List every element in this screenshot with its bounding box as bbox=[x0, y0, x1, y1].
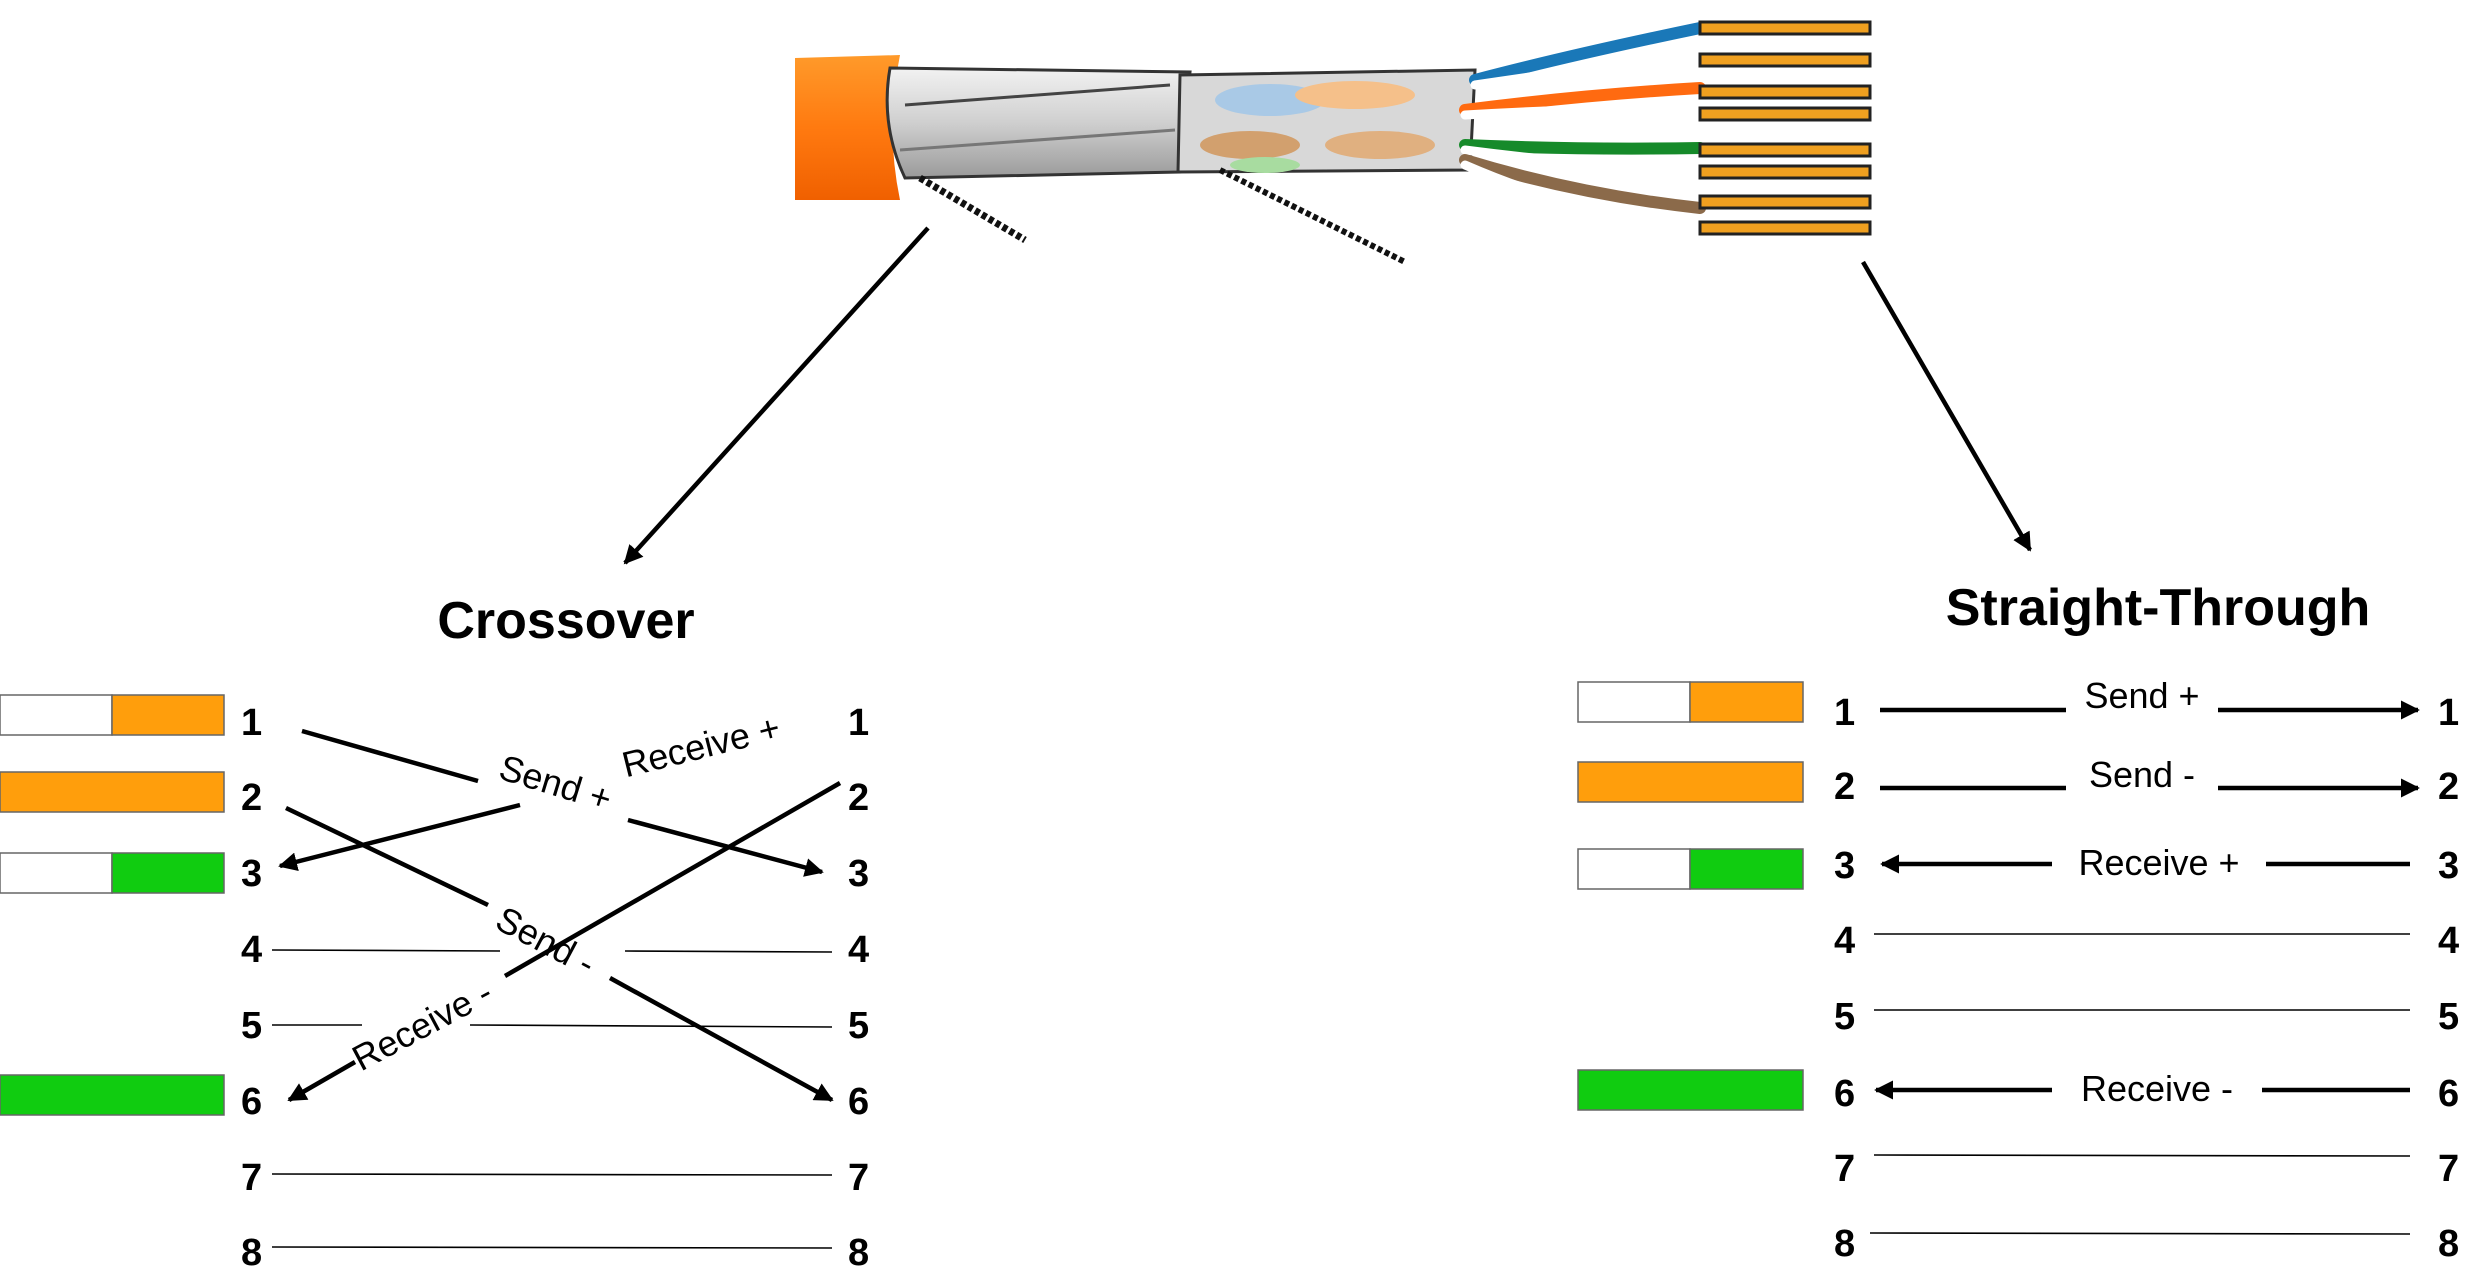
straight-bar-3-white bbox=[1577, 848, 1691, 890]
pair-brown bbox=[1459, 154, 1706, 214]
straight-line-7 bbox=[1873, 1154, 2411, 1157]
crossover-unused-lines bbox=[271, 949, 833, 1249]
crossover-right-pin: 5 bbox=[848, 1005, 869, 1047]
arrow-to-crossover bbox=[623, 226, 930, 565]
connector-gold-pins bbox=[1698, 20, 1872, 236]
crossover-label-receive-plus: Receive + bbox=[618, 706, 784, 785]
straight-left-pin: 7 bbox=[1834, 1148, 1855, 1190]
crossover-send-minus-wire bbox=[608, 976, 834, 1102]
crossover-bar-2-orange bbox=[0, 771, 225, 813]
straight-label-receive-plus: Receive + bbox=[2078, 842, 2239, 883]
crossover-bar-6-green bbox=[0, 1074, 225, 1116]
crossover-send-plus-wire bbox=[627, 817, 824, 877]
straight-right-pin: 6 bbox=[2438, 1073, 2459, 1115]
straight-through-title: Straight-Through bbox=[1946, 579, 2371, 637]
crossover-left-pin: 2 bbox=[241, 777, 262, 819]
straight-through-pins-right: 1 2 3 4 5 6 7 8 bbox=[2438, 692, 2459, 1265]
cable-outer-jacket bbox=[795, 55, 900, 200]
cable-drain-wire bbox=[918, 174, 1027, 244]
pair-orange bbox=[1459, 82, 1706, 116]
straight-bar-1-orange bbox=[1689, 681, 1804, 723]
pair-blue bbox=[1469, 22, 1706, 86]
crossover-line-4 bbox=[624, 950, 833, 953]
straight-left-pin: 5 bbox=[1834, 996, 1855, 1038]
crossover-signal-wires bbox=[278, 728, 842, 1102]
crossover-receive-plus-wire bbox=[278, 802, 521, 871]
crossover-send-plus-wire bbox=[301, 728, 479, 784]
crossover-right-pin: 4 bbox=[848, 929, 869, 971]
straight-left-pin: 6 bbox=[1834, 1073, 1855, 1115]
crossover-right-pin: 8 bbox=[848, 1232, 869, 1274]
crossover-left-pin: 6 bbox=[241, 1081, 262, 1123]
crossover-pins-left: 1 2 3 4 5 6 7 8 bbox=[241, 702, 262, 1274]
crossover-pins-right: 1 2 3 4 5 6 7 8 bbox=[848, 702, 869, 1274]
crossover-line-5 bbox=[469, 1024, 833, 1028]
straight-right-pin: 8 bbox=[2438, 1223, 2459, 1265]
crossover-bar-3-green bbox=[111, 852, 225, 894]
straight-left-pin: 3 bbox=[1834, 845, 1855, 887]
crossover-bar-3-white bbox=[0, 852, 113, 894]
crossover-send-minus-wire bbox=[285, 805, 489, 908]
straight-right-pin: 2 bbox=[2438, 766, 2459, 808]
straight-left-pin: 8 bbox=[1834, 1223, 1855, 1265]
crossover-right-pin: 2 bbox=[848, 777, 869, 819]
cable-foil-shield bbox=[885, 66, 1192, 180]
straight-right-pin: 3 bbox=[2438, 845, 2459, 887]
straight-left-pin: 1 bbox=[1834, 692, 1855, 734]
straight-through-color-bars bbox=[1577, 681, 1804, 1111]
crossover-right-pin: 6 bbox=[848, 1081, 869, 1123]
straight-line-8 bbox=[1869, 1232, 2411, 1235]
straight-through-unused-lines bbox=[1869, 933, 2411, 1235]
crossover-left-pin: 8 bbox=[241, 1232, 262, 1274]
crossover-label-send-minus: Send - bbox=[489, 898, 602, 984]
crossover-receive-minus-wire bbox=[287, 1060, 357, 1102]
crossover-line-7 bbox=[271, 1173, 833, 1176]
crossover-bar-1-orange bbox=[111, 694, 225, 736]
crossover-line-4 bbox=[271, 949, 501, 952]
crossover-left-pin: 7 bbox=[241, 1157, 262, 1199]
crossover-bar-1-white bbox=[0, 694, 113, 736]
crossover-left-pin: 3 bbox=[241, 853, 262, 895]
straight-right-pin: 5 bbox=[2438, 996, 2459, 1038]
straight-right-pin: 4 bbox=[2438, 920, 2459, 962]
straight-right-pin: 1 bbox=[2438, 692, 2459, 734]
straight-label-send-plus: Send + bbox=[2084, 675, 2199, 716]
crossover-right-pin: 3 bbox=[848, 853, 869, 895]
straight-bar-6-green bbox=[1577, 1069, 1804, 1111]
straight-through-pins-left: 1 2 3 4 5 6 7 8 bbox=[1834, 692, 1855, 1265]
straight-label-send-minus: Send - bbox=[2089, 754, 2195, 795]
crossover-left-pin: 1 bbox=[241, 702, 262, 744]
straight-bar-3-green bbox=[1689, 848, 1804, 890]
straight-left-pin: 4 bbox=[1834, 920, 1855, 962]
crossover-right-pin: 7 bbox=[848, 1157, 869, 1199]
straight-right-pin: 7 bbox=[2438, 1148, 2459, 1190]
straight-left-pin: 2 bbox=[1834, 766, 1855, 808]
crossover-left-pin: 4 bbox=[241, 929, 262, 971]
straight-label-receive-minus: Receive - bbox=[2081, 1068, 2233, 1109]
pair-green bbox=[1459, 139, 1706, 155]
straight-bar-1-white bbox=[1577, 681, 1691, 723]
arrow-to-straight-through bbox=[1861, 260, 2032, 552]
crossover-line-8 bbox=[271, 1246, 833, 1249]
ethernet-cable-illustration bbox=[795, 20, 1872, 265]
straight-through-signal-wires bbox=[1874, 700, 2420, 1100]
straight-bar-2-orange bbox=[1577, 761, 1804, 803]
crossover-receive-minus-wire bbox=[503, 781, 842, 978]
crossover-color-bars bbox=[0, 694, 225, 1116]
crossover-title: Crossover bbox=[437, 592, 694, 650]
crossover-right-pin: 1 bbox=[848, 702, 869, 744]
crossover-left-pin: 5 bbox=[241, 1005, 262, 1047]
